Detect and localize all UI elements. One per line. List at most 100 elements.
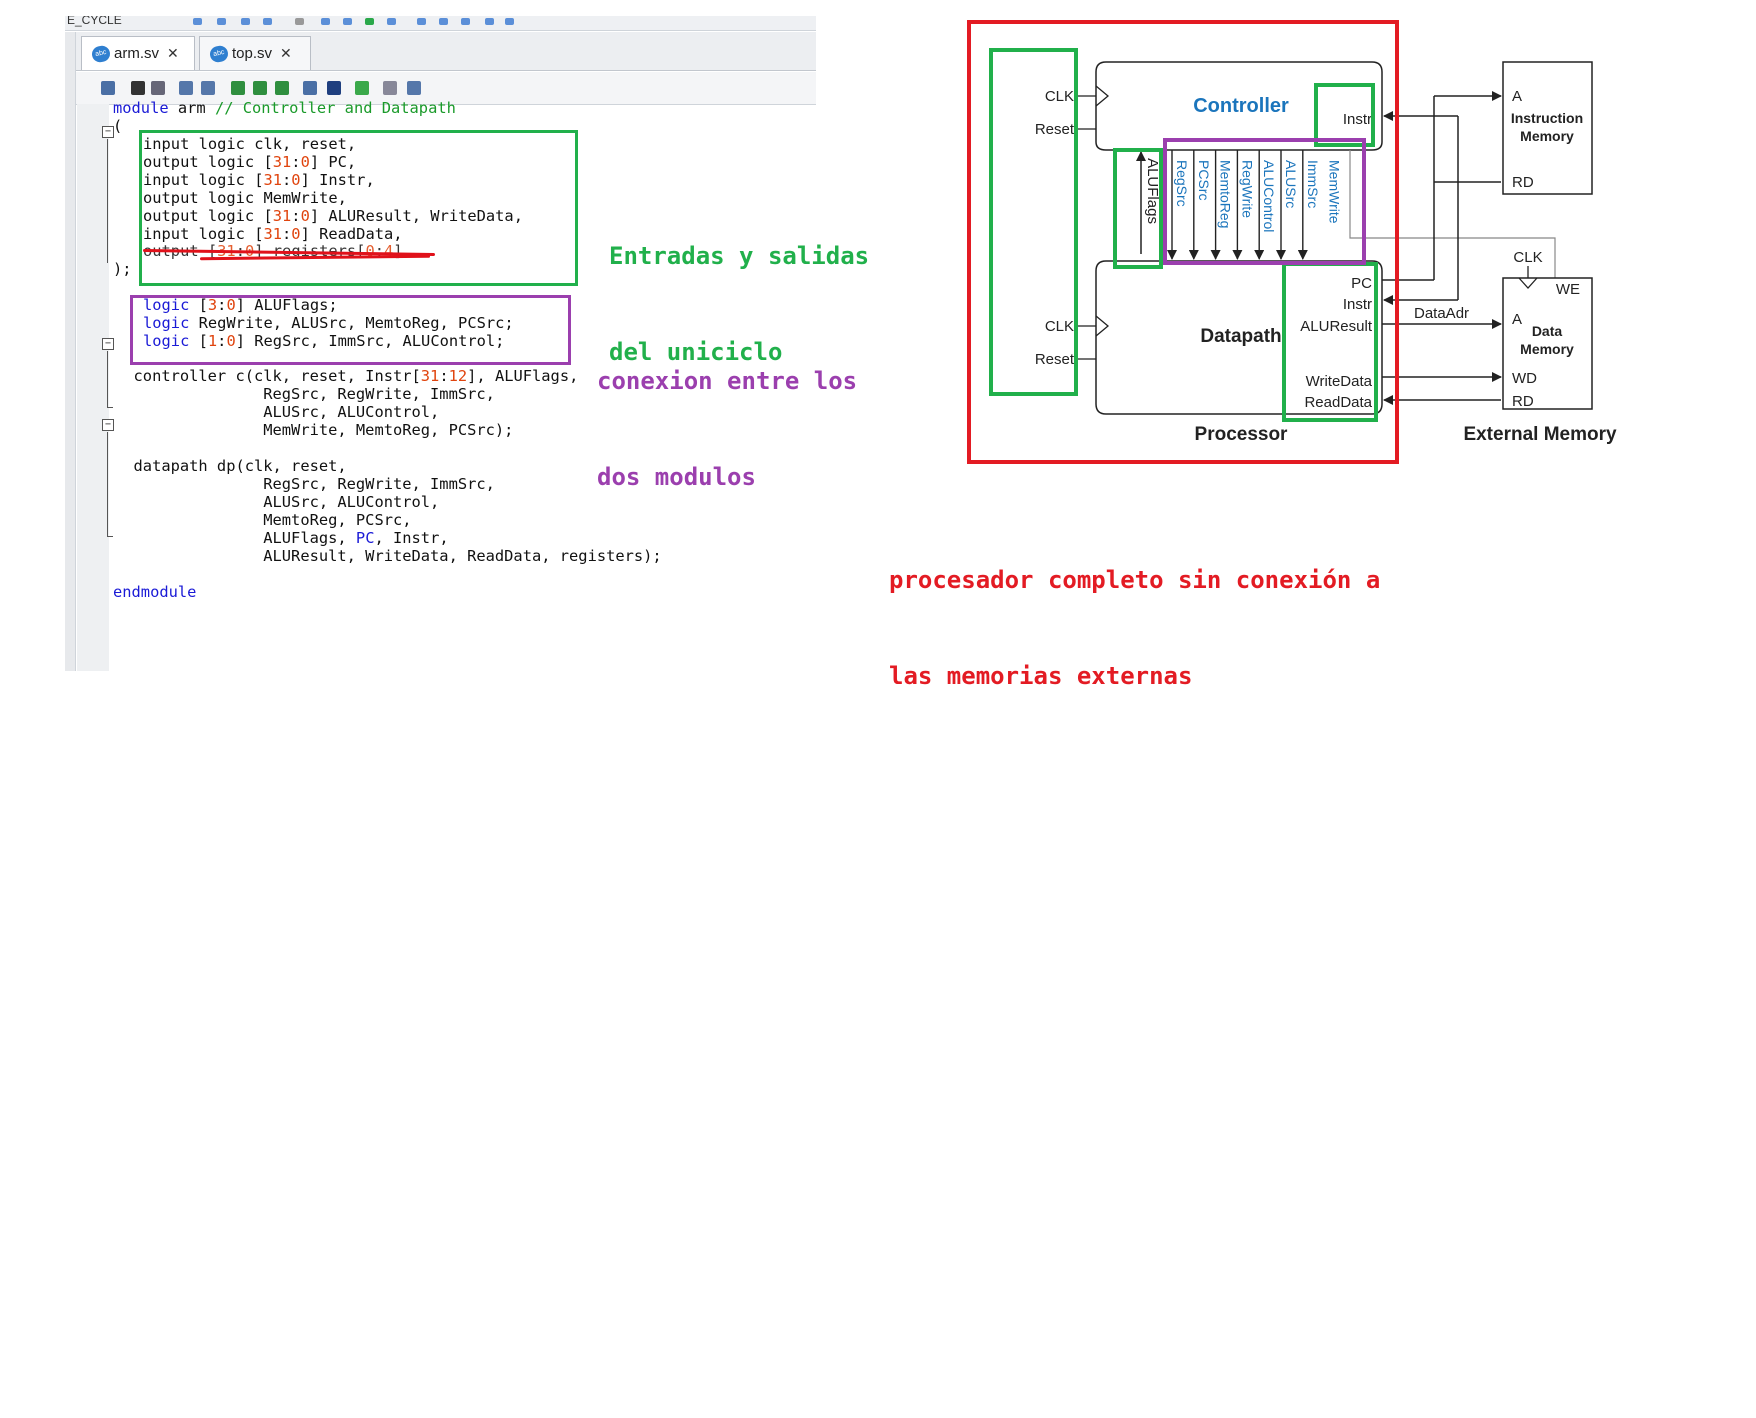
toolbar-icon[interactable]	[505, 18, 514, 25]
code-editor-window: E_CYCLE abc arm.sv ✕ abc top.sv ✕	[65, 16, 816, 671]
toolbar-icon[interactable]	[485, 18, 494, 25]
imem-title-2: Memory	[1520, 128, 1574, 144]
datapath-instr-label: Instr	[1343, 296, 1372, 313]
code-line-datapath[interactable]: ALUResult, WriteData, ReadData, register…	[115, 546, 662, 565]
dataadr-label: DataAdr	[1414, 305, 1469, 322]
code-line-close[interactable]: );	[113, 260, 132, 278]
code-line-port[interactable]: input logic [31:0] Instr,	[143, 170, 375, 189]
code-line-port[interactable]: output logic MemWrite,	[143, 188, 347, 207]
dmem-wd-label: WD	[1512, 370, 1537, 387]
datapath-aluresult-label: ALUResult	[1300, 318, 1373, 335]
tab-top-sv[interactable]: abc top.sv ✕	[199, 36, 311, 70]
note-line: las memorias externas	[889, 662, 1193, 690]
prev-bookmark-icon[interactable]	[275, 81, 289, 95]
toolbar-icon[interactable]	[217, 18, 226, 25]
toolbar-icon[interactable]	[417, 18, 426, 25]
editor-toolbar	[65, 72, 816, 105]
toolbar-icon[interactable]	[365, 18, 374, 25]
control-signal-label: ALUSrc	[1283, 160, 1299, 208]
dmem-rd-label: RD	[1512, 393, 1534, 410]
tab-label: top.sv	[232, 45, 273, 62]
note-line: dos modulos	[597, 463, 756, 491]
toolbar-icon[interactable]	[241, 18, 250, 25]
processor-label: Processor	[1195, 424, 1289, 445]
line-gutter	[77, 104, 109, 671]
control-signal-label: RegSrc	[1174, 160, 1190, 207]
code-line-controller[interactable]: MemWrite, MemtoReg, PCSrc);	[115, 420, 514, 439]
toolbar-icon[interactable]	[263, 18, 272, 25]
processor-note: procesador completo sin conexión a las m…	[889, 500, 1380, 724]
code-line-controller[interactable]: controller c(clk, reset, Instr[31:12], A…	[115, 367, 579, 385]
note-line: del uniciclo	[609, 338, 783, 366]
code-line-module[interactable]: module arm // Controller and Datapath	[113, 99, 456, 117]
code-line-datapath[interactable]: ALUFlags, PC, Instr,	[115, 528, 449, 547]
aluflags-highlight	[1113, 148, 1163, 269]
dmem-we-label: WE	[1556, 281, 1580, 298]
control-signal-label: ImmSrc	[1305, 160, 1321, 208]
find-icon[interactable]	[131, 81, 145, 95]
code-line-datapath[interactable]: MemtoReg, PCSrc,	[115, 510, 412, 529]
fold-line	[107, 432, 108, 536]
toolbar-icon[interactable]	[193, 18, 202, 25]
instr-highlight	[1314, 83, 1375, 147]
next-bookmark-icon[interactable]	[253, 81, 267, 95]
dmem-title-2: Memory	[1520, 341, 1574, 357]
controller-clk-label: CLK	[1045, 88, 1074, 105]
code-line-endmodule[interactable]: endmodule	[113, 583, 197, 601]
controller-label: Controller	[1193, 95, 1289, 117]
instruction-memory-block	[1502, 61, 1593, 195]
toolbar-icon[interactable]	[343, 18, 352, 25]
dmem-clock-notch	[1518, 277, 1538, 289]
controller-clock-notch	[1095, 85, 1110, 107]
clk-reset-highlight	[989, 48, 1078, 396]
toolbar-icon[interactable]	[439, 18, 448, 25]
comment-icon[interactable]	[327, 81, 341, 95]
toolbar-icon[interactable]	[461, 18, 470, 25]
attach-icon[interactable]	[303, 81, 317, 95]
code-line-signal[interactable]: logic [3:0] ALUFlags;	[143, 296, 338, 314]
note-line: Entradas y salidas	[609, 242, 870, 270]
indent-icon[interactable]	[179, 81, 193, 95]
bookmark-icon[interactable]	[231, 81, 245, 95]
aluflags-label: ALUFlags	[1144, 158, 1161, 224]
code-line-port[interactable]: input logic [31:0] ReadData,	[143, 224, 403, 243]
code-line-open[interactable]: (	[113, 117, 123, 135]
controller-reset-label: Reset	[1035, 121, 1075, 138]
code-line-port[interactable]: output logic [31:0] PC,	[143, 152, 357, 171]
code-line-datapath[interactable]: RegSrc, RegWrite, ImmSrc,	[115, 474, 495, 493]
check-icon[interactable]	[355, 81, 369, 95]
code-line-port[interactable]: input logic clk, reset,	[143, 135, 357, 153]
datapath-label: Datapath	[1200, 326, 1281, 347]
connection-note: conexion entre los dos modulos	[597, 301, 857, 525]
unindent-icon[interactable]	[201, 81, 215, 95]
fold-toggle-icon[interactable]: −	[102, 419, 114, 431]
close-icon[interactable]: ✕	[167, 45, 179, 62]
datapath-clk-label: CLK	[1045, 318, 1074, 335]
goto-icon[interactable]	[151, 81, 165, 95]
toolbar-icon[interactable]	[387, 18, 396, 25]
code-line-datapath[interactable]: datapath dp(clk, reset,	[115, 457, 347, 475]
close-icon[interactable]: ✕	[280, 45, 292, 62]
tab-arm-sv[interactable]: abc arm.sv ✕	[81, 36, 195, 70]
code-line-datapath[interactable]: ALUSrc, ALUControl,	[115, 492, 440, 511]
processor-highlight	[967, 20, 1399, 464]
datapath-clock-notch	[1095, 315, 1110, 337]
code-line-port[interactable]: output logic [31:0] ALUResult, WriteData…	[143, 206, 523, 225]
line-number-icon[interactable]	[383, 81, 397, 95]
code-line-signal[interactable]: logic [1:0] RegSrc, ImmSrc, ALUControl;	[143, 331, 505, 350]
align-icon[interactable]	[407, 81, 421, 95]
memwrite-wire	[1349, 150, 1556, 278]
code-line-controller[interactable]: RegSrc, RegWrite, ImmSrc,	[115, 384, 495, 403]
toolbar-icon[interactable]	[321, 18, 330, 25]
tab-label: arm.sv	[114, 45, 159, 62]
note-line: procesador completo sin conexión a	[889, 566, 1381, 594]
fold-toggle-icon[interactable]: −	[102, 338, 114, 350]
control-signal-label: MemWrite	[1327, 160, 1343, 224]
insert-template-icon[interactable]	[101, 81, 115, 95]
dmem-title-1: Data	[1532, 323, 1563, 339]
code-line-controller[interactable]: ALUSrc, ALUControl,	[115, 402, 440, 421]
code-line-signal[interactable]: logic RegWrite, ALUSrc, MemtoReg, PCSrc;	[143, 313, 514, 332]
toolbar-icon[interactable]	[295, 18, 304, 25]
fold-toggle-icon[interactable]: −	[102, 126, 114, 138]
